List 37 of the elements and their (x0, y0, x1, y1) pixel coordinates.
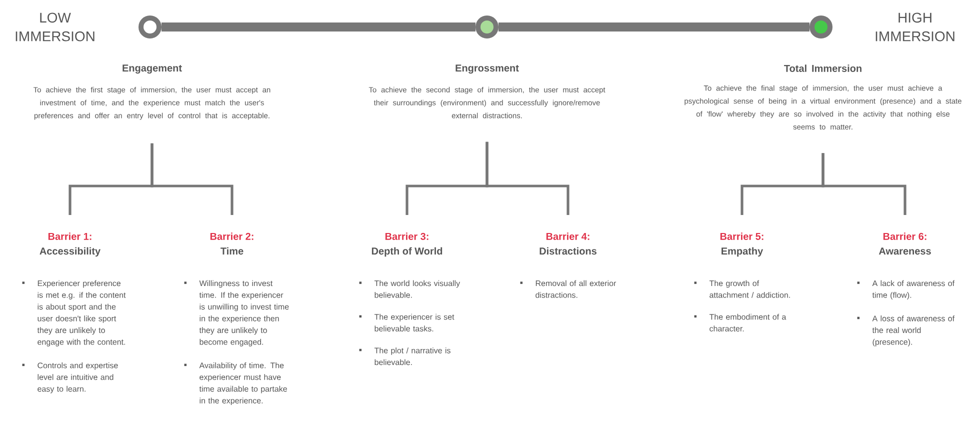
bullet-item: A loss of awareness of the real world (presence). (857, 315, 955, 346)
bullet-item: Willingness to invest time. If the experiencer is unwilling to invest time in the experience then they are unlikely to become engaged. (184, 280, 289, 346)
connector-line (498, 22, 810, 32)
barrier-number: Barrier 6: (883, 232, 926, 240)
stage-marker (138, 16, 162, 38)
stage-marker (810, 16, 832, 38)
connector-line (150, 143, 234, 215)
stage-marker (476, 16, 498, 38)
bullet-item: The growth of attachment / addiction. (694, 280, 790, 298)
barrier-title: Depth of World (372, 247, 442, 257)
bullet-item: The plot / narrative is believable. (359, 347, 450, 366)
connector-line (822, 153, 906, 215)
barrier-title: Time (220, 247, 244, 255)
barrier-number: Barrier 1: (48, 232, 92, 240)
bullet-item: Removal of all exterior distractions. (520, 280, 616, 298)
bullet-item: The embodiment of a character. (694, 314, 786, 332)
stage-title: Engagement (122, 64, 182, 74)
barrier-number: Barrier 3: (385, 232, 428, 240)
barrier-title: Empathy (722, 247, 764, 257)
stage-title: Engrossment (456, 64, 519, 74)
scale-label: LOW IMMERSION (16, 12, 94, 42)
connector-line (162, 22, 476, 32)
barrier-number: Barrier 2: (210, 232, 254, 240)
stage-title: Total Immersion (784, 64, 862, 72)
bullet-item: A lack of awareness of time (flow). (857, 280, 955, 300)
scale-label: HIGH IMMERSION (876, 12, 954, 42)
bullet-item: The world looks visually believable. (359, 280, 460, 298)
connector-line (486, 142, 570, 215)
bullet-item: Experiencer preference is met e.g. if the content is about sport and the user doesn't like sport they are unlikely to engage with the content. (22, 280, 126, 346)
barrier-title: Awareness (878, 248, 931, 255)
barrier-number: Barrier 4: (546, 232, 590, 240)
barrier-title: Accessibility (40, 247, 101, 257)
barrier-title: Distractions (540, 247, 596, 255)
barrier-number: Barrier 5: (720, 232, 764, 240)
bullet-item: Controls and expertise level are intuitive and easy to learn. (22, 362, 118, 394)
bullet-item: The experiencer is set believable tasks. (359, 314, 454, 332)
bullet-item: Availability of time. The experiencer must have time available to partake in the experience. (184, 362, 287, 406)
